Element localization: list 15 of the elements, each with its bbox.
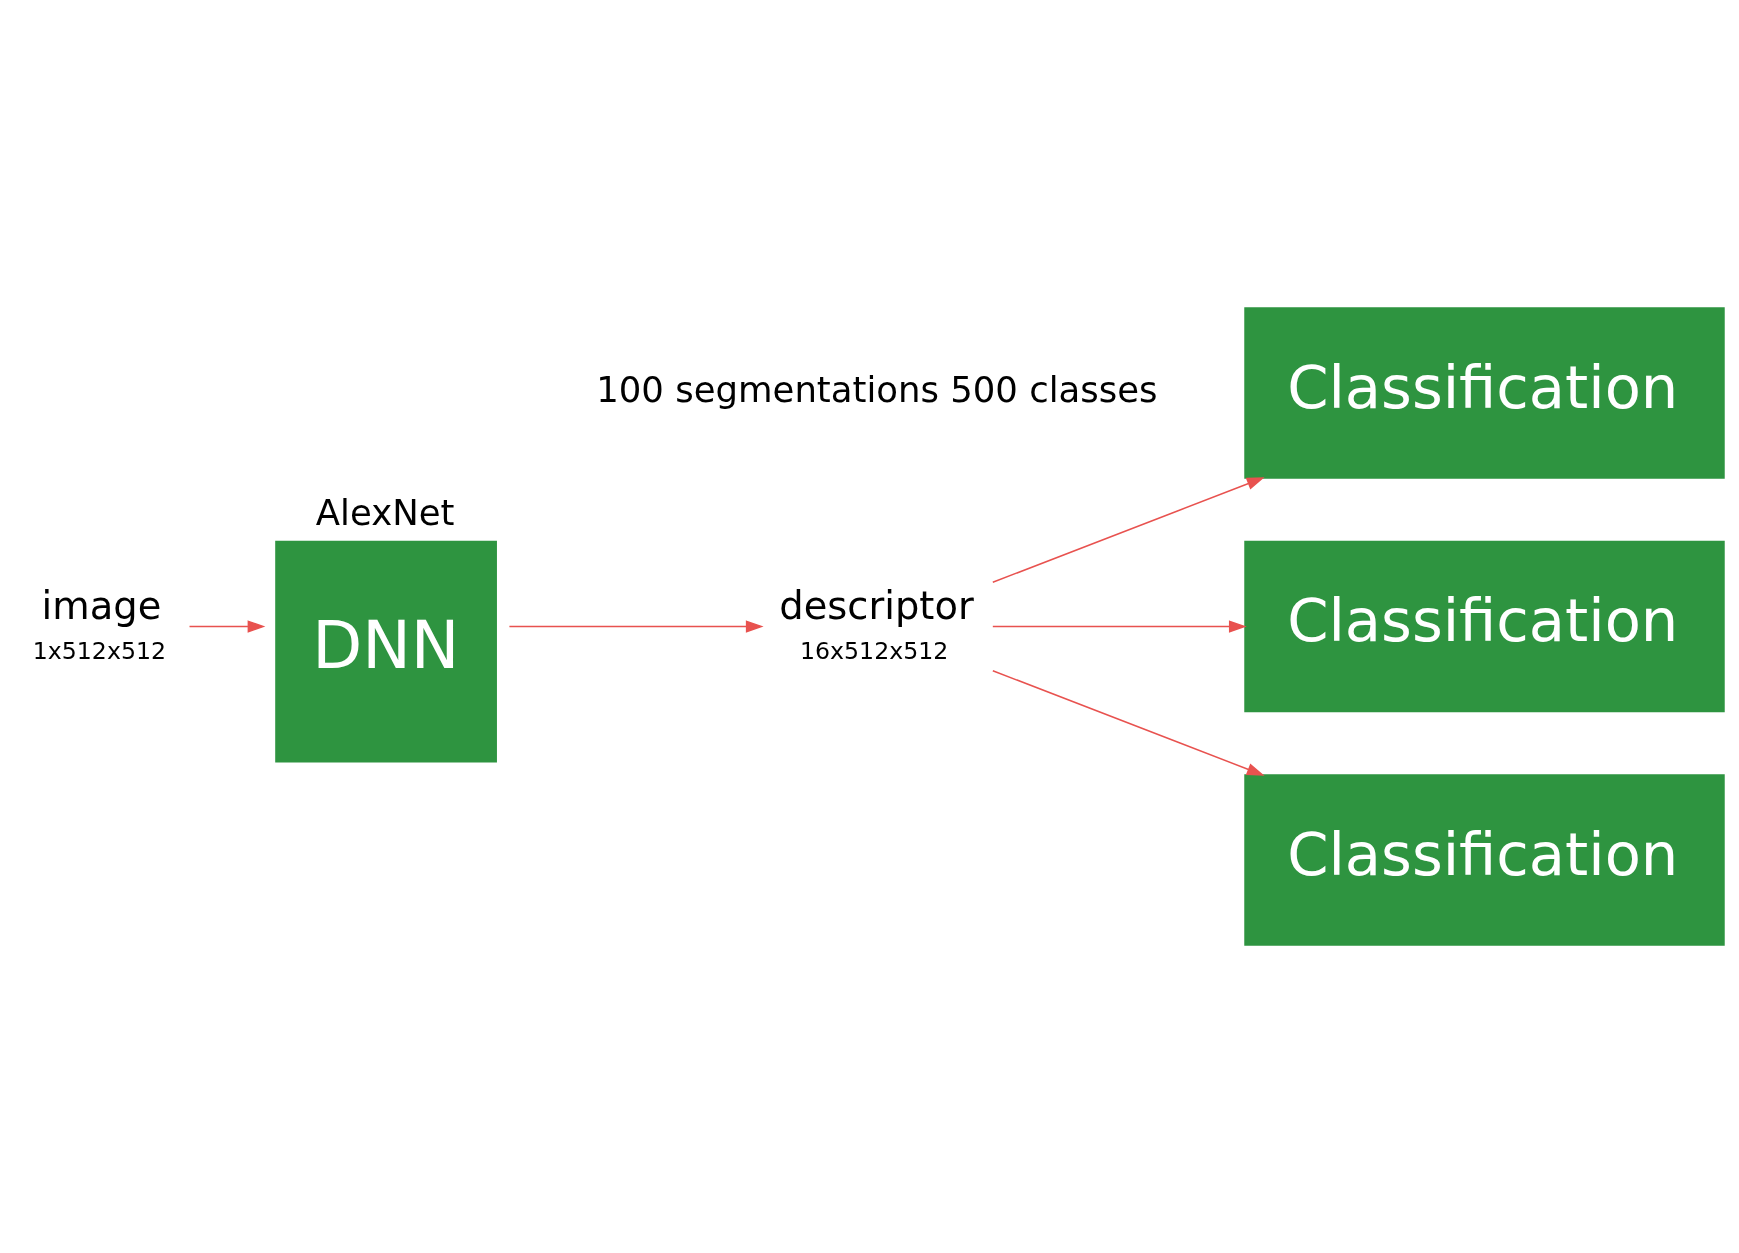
- arrow: [508, 620, 764, 633]
- arrow: [188, 620, 266, 633]
- node-label: 1x512x512: [32, 636, 167, 665]
- node-box: Classification: [1244, 774, 1725, 946]
- node-label: AlexNet: [315, 491, 455, 533]
- arrow: [992, 620, 1247, 633]
- node-text: image: [41, 582, 162, 628]
- node-label: 16x512x512: [800, 636, 949, 665]
- node-box: Classification: [1244, 307, 1725, 479]
- node-text: descriptor: [779, 582, 974, 628]
- node-box: Classification: [1244, 540, 1725, 713]
- node-box: DNN: [275, 540, 497, 763]
- arrow: [992, 669, 1265, 776]
- label: 100 segmentations 500 classes: [596, 369, 1158, 411]
- arrow: [992, 477, 1265, 584]
